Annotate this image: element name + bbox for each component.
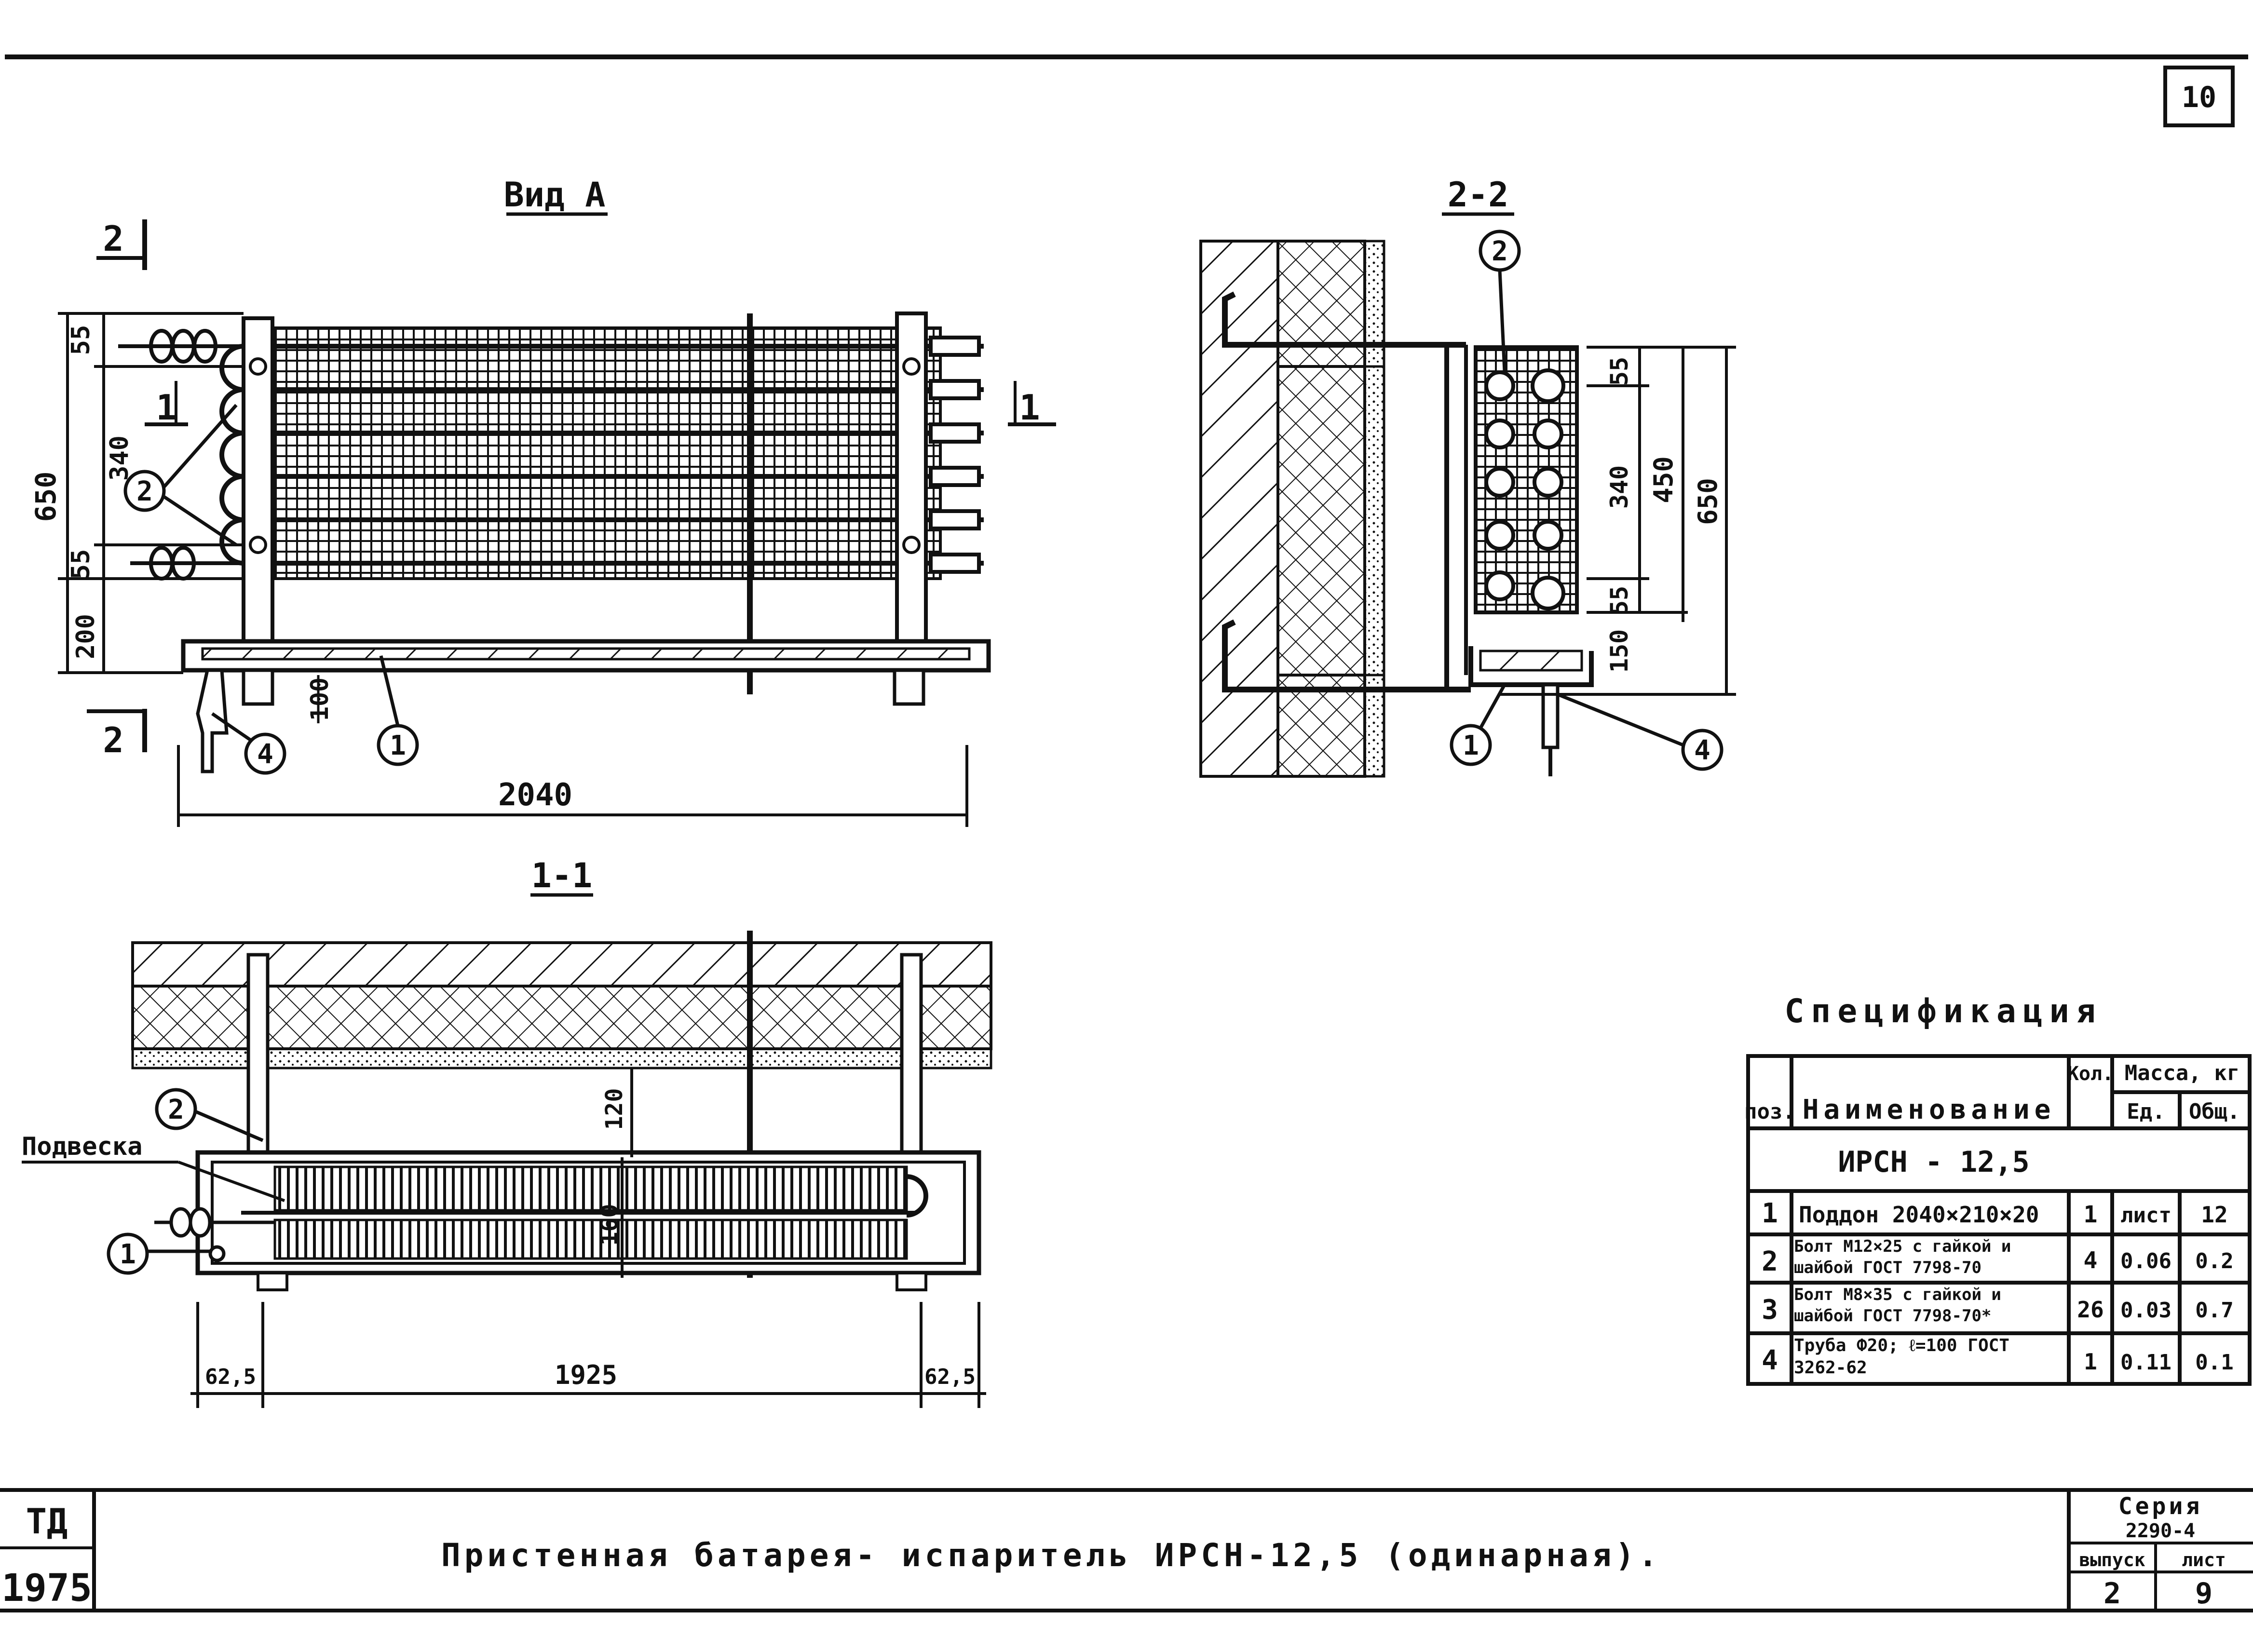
s11-dim-left-margin: 62,5 [205,1365,256,1389]
spec-row-4-total: 0.1 [2195,1350,2233,1375]
s22-dim-total-height: 650 [1693,478,1723,525]
s22-callout-4: 4 [1694,735,1710,766]
spec-row-3-name-box: Болт М8×35 с гайкой и шайбой ГОСТ 7798-7… [1794,1285,2001,1326]
cut-mark-right: 1 [1019,387,1040,428]
dim-bottom-offset: 55 [67,549,95,580]
s11-callout-1: 1 [120,1239,136,1270]
spec-row-3-unit: 0.03 [2120,1298,2172,1323]
page-number-box: 10 [2163,66,2235,127]
s22-dim-coil-height: 450 [1648,456,1679,503]
s11-dim-right-margin: 62,5 [924,1365,976,1389]
issue-number: 2 [2104,1577,2121,1611]
s11-dim-coil-depth: 160 [596,1204,623,1246]
spec-header-mass-unit: Ед. [2127,1099,2165,1124]
dim-base: 200 [71,614,100,659]
spec-row-4-name-box: Труба Ф20; ℓ=100 ГОСТ 3262-62 [1794,1336,2009,1378]
org-code: ТД [26,1501,68,1542]
spec-row-2-name: Болт М12×25 с гайкой и шайбой ГОСТ 7798-… [1794,1237,2011,1277]
drawing-title: Пристенная батарея- испаритель ИРСН-12,5… [441,1537,1661,1574]
sheet-label: лист [2182,1549,2226,1571]
dim-support: 100 [306,677,334,721]
spec-row-4-unit: 0.11 [2120,1350,2172,1375]
view-a-callout-4: 4 [257,739,273,770]
spec-header-name: Наименование [1803,1094,2056,1125]
s22-callout-2: 2 [1492,236,1508,267]
section-2-2: 2-2 [1199,175,1736,778]
spec-row-2-qty: 4 [2084,1247,2098,1274]
dim-middle: 340 [105,435,134,481]
section-1-1: 1-1 120 160 Подвеска [22,856,992,1408]
spec-row-2-unit: 0.06 [2120,1249,2172,1273]
spec-row-1-name: Поддон 2040×210×20 [1799,1202,2039,1228]
s22-callout-1: 1 [1463,730,1479,761]
s22-dim-middle: 340 [1605,465,1633,509]
spec-row-3-pos: 3 [1762,1294,1778,1326]
spec-row-3-total: 0.7 [2195,1298,2233,1323]
cut-mark-left: 1 [156,387,176,428]
spec-header-qty: Кол. [2067,1063,2114,1085]
s22-dim-top-offset: 55 [1605,357,1633,386]
spec-row-1-qty: 1 [2084,1201,2098,1228]
section-mark-bottom: 2 [103,720,123,760]
spec-row-2-name-box: Болт М12×25 с гайкой и шайбой ГОСТ 7798-… [1794,1237,2011,1277]
spec-header-pos: поз. [1744,1099,1795,1124]
page-number: 10 [2182,81,2216,114]
issue-label: выпуск [2079,1549,2145,1571]
view-a-callout-2: 2 [136,476,153,507]
spec-row-1-unit: лист [2120,1203,2172,1228]
series-label: Серия [2118,1493,2203,1520]
s11-dim-span: 1925 [555,1360,617,1390]
section-2-2-title: 2-2 [1448,175,1508,215]
s11-dim-gap: 120 [601,1088,628,1130]
series-number: 2290-4 [2126,1520,2196,1542]
spec-row-4-qty: 1 [2084,1349,2097,1375]
dim-length: 2040 [498,777,572,813]
spec-row-2-total: 0.2 [2195,1249,2233,1273]
view-a: Вид А 2 2 1 1 [29,175,1056,827]
spec-row-3-name: Болт М8×35 с гайкой и шайбой ГОСТ 7798-7… [1794,1285,2001,1326]
spec-group: ИРСН - 12,5 [1838,1145,2029,1179]
spec-row-3-qty: 26 [2077,1297,2104,1323]
view-a-title: Вид А [504,175,606,215]
s22-dim-bottom-offset: 55 [1605,586,1633,615]
spec-title: Спецификация [1784,992,2102,1030]
dim-top-offset: 55 [67,325,95,355]
spec-header-mass-total: Общ. [2189,1099,2240,1124]
spec-row-4-name: Труба Ф20; ℓ=100 ГОСТ 3262-62 [1794,1336,2009,1378]
spec-row-1-pos: 1 [1762,1198,1778,1229]
view-a-callout-1: 1 [390,730,406,761]
year: 1975 [1,1567,92,1610]
title-block: ТД 1975 Пристенная батарея- испаритель И… [0,1488,2253,1612]
spec-row-1-total: 12 [2201,1202,2227,1228]
sheet-number: 9 [2195,1577,2212,1611]
spec-row-2-pos: 2 [1762,1246,1778,1277]
section-1-1-title: 1-1 [531,856,592,895]
specification: Спецификация поз. Наименование Кол. Масс… [1744,992,2252,1386]
s22-dim-tray: 150 [1605,629,1633,673]
spec-row-4-pos: 4 [1762,1345,1778,1376]
s11-callout-2: 2 [168,1094,184,1125]
section-mark-top: 2 [103,218,123,259]
spec-header-mass: Масса, кг [2125,1061,2239,1085]
dim-total-height: 650 [29,472,62,522]
hanger-label: Подвеска [22,1132,142,1161]
